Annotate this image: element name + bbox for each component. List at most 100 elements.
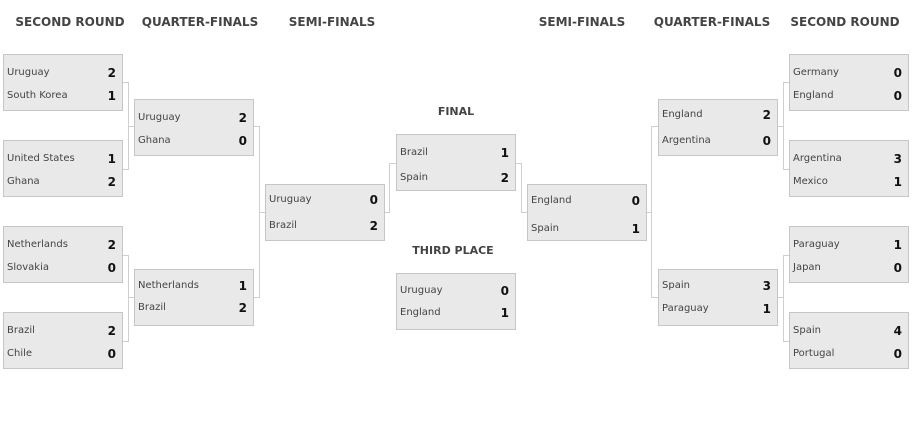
team-score: 2 bbox=[762, 108, 771, 122]
connector-line bbox=[259, 212, 265, 213]
team-row: South Korea 1 bbox=[4, 88, 122, 104]
connector-line bbox=[122, 255, 129, 256]
team-score: 1 bbox=[107, 89, 116, 103]
final-title: FINAL bbox=[437, 105, 475, 118]
team-score: 0 bbox=[893, 89, 902, 103]
team-name: England bbox=[793, 90, 834, 101]
connector-line bbox=[521, 212, 527, 213]
connector-line bbox=[521, 163, 522, 213]
team-name: England bbox=[531, 195, 572, 206]
team-score: 0 bbox=[500, 284, 509, 298]
team-row: Brazil 2 bbox=[266, 218, 384, 234]
team-score: 1 bbox=[500, 146, 509, 160]
connector-line bbox=[783, 82, 790, 83]
team-score: 0 bbox=[631, 194, 640, 208]
team-score: 0 bbox=[893, 347, 902, 361]
team-name: United States bbox=[7, 153, 75, 164]
team-score: 2 bbox=[238, 111, 247, 125]
team-name: Spain bbox=[793, 325, 821, 336]
team-name: Paraguay bbox=[662, 303, 709, 314]
connector-line bbox=[122, 169, 129, 170]
team-score: 2 bbox=[107, 66, 116, 80]
connector-line bbox=[389, 163, 396, 164]
connector-line bbox=[253, 297, 260, 298]
header-left-semi-finals: SEMI-FINALS bbox=[288, 15, 376, 29]
connector-line bbox=[783, 169, 790, 170]
team-name: Uruguay bbox=[400, 285, 443, 296]
third-place-title: THIRD PLACE bbox=[412, 244, 494, 257]
team-score: 1 bbox=[238, 279, 247, 293]
team-row: Uruguay 0 bbox=[397, 283, 515, 299]
team-name: Germany bbox=[793, 67, 839, 78]
connector-line bbox=[128, 297, 135, 298]
team-score: 1 bbox=[893, 175, 902, 189]
team-name: Uruguay bbox=[269, 194, 312, 205]
team-score: 2 bbox=[500, 171, 509, 185]
team-name: Argentina bbox=[662, 135, 711, 146]
connector-line bbox=[651, 297, 658, 298]
team-score: 2 bbox=[369, 219, 378, 233]
team-name: Slovakia bbox=[7, 262, 49, 273]
team-row: Uruguay 2 bbox=[4, 65, 122, 81]
team-score: 2 bbox=[107, 175, 116, 189]
team-score: 0 bbox=[893, 261, 902, 275]
header-right-quarter-finals: QUARTER-FINALS bbox=[653, 15, 771, 29]
team-name: Paraguay bbox=[793, 239, 840, 250]
header-left-quarter-finals: QUARTER-FINALS bbox=[141, 15, 259, 29]
team-name: Ghana bbox=[7, 176, 40, 187]
team-name: Uruguay bbox=[7, 67, 50, 78]
connector-line bbox=[777, 126, 784, 127]
team-name: Spain bbox=[662, 280, 690, 291]
team-score: 0 bbox=[238, 134, 247, 148]
connector-line bbox=[783, 255, 790, 256]
connector-line bbox=[646, 212, 652, 213]
team-name: Ghana bbox=[138, 135, 171, 146]
team-name: Brazil bbox=[7, 325, 35, 336]
team-row: Mexico 1 bbox=[790, 174, 908, 190]
team-score: 0 bbox=[107, 261, 116, 275]
connector-line bbox=[122, 341, 129, 342]
header-left-second-round: SECOND ROUND bbox=[15, 15, 125, 29]
team-name: Brazil bbox=[269, 220, 297, 231]
header-right-semi-finals: SEMI-FINALS bbox=[538, 15, 626, 29]
team-name: Mexico bbox=[793, 176, 828, 187]
connector-line bbox=[122, 82, 129, 83]
team-name: South Korea bbox=[7, 90, 68, 101]
match-left-second-round-1[interactable]: Uruguay 2 South Korea 1 bbox=[3, 54, 123, 111]
connector-line bbox=[651, 126, 652, 298]
team-name: Chile bbox=[7, 348, 33, 359]
connector-line bbox=[783, 255, 784, 342]
team-row: England 0 bbox=[790, 88, 908, 104]
